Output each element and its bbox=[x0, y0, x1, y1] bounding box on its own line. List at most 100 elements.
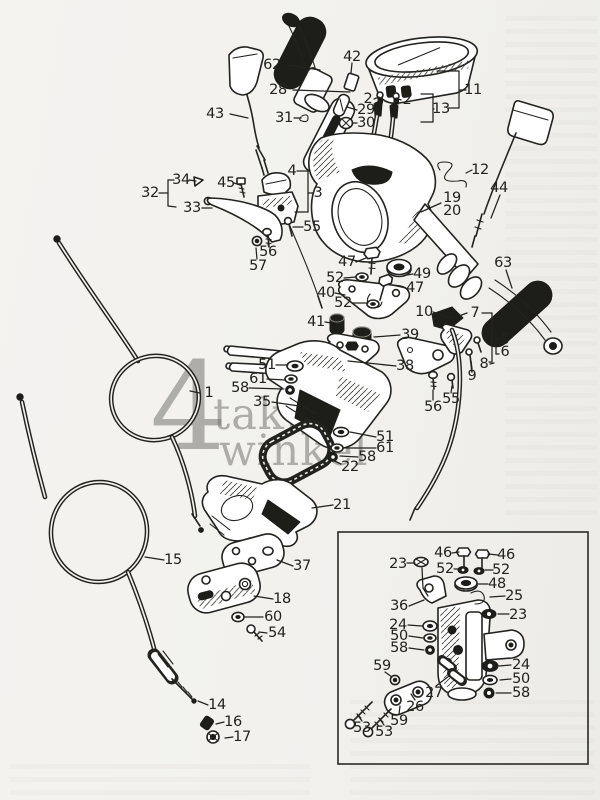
washer-screw-23-left bbox=[413, 556, 429, 568]
cable-adjuster-16 bbox=[199, 715, 215, 731]
leader-line bbox=[420, 202, 442, 213]
leader-line bbox=[167, 205, 177, 208]
part-callout-52: 52 bbox=[492, 562, 510, 578]
washer-50-right bbox=[482, 674, 498, 686]
leader-line bbox=[347, 360, 397, 367]
left-lever-assembly bbox=[193, 149, 323, 309]
leader-line bbox=[267, 237, 270, 246]
leader-line bbox=[343, 276, 357, 279]
part-callout-21: 21 bbox=[333, 497, 351, 513]
part-callout-42: 42 bbox=[343, 49, 361, 65]
part-callout-9: 9 bbox=[468, 368, 477, 384]
inset-box-border bbox=[337, 531, 589, 765]
part-callout-3: 3 bbox=[314, 185, 323, 201]
part-callout-29: 29 bbox=[357, 102, 375, 118]
part-callout-48: 48 bbox=[488, 576, 506, 592]
part-callout-6: 6 bbox=[501, 344, 510, 360]
washer-51-left bbox=[286, 360, 304, 372]
left-mirror bbox=[228, 46, 269, 174]
spacers-27 bbox=[437, 655, 467, 686]
part-callout-24: 24 bbox=[389, 617, 407, 633]
leader-line bbox=[490, 194, 501, 219]
part-callout-58: 58 bbox=[231, 380, 249, 396]
leader-line bbox=[435, 675, 450, 687]
leader-line bbox=[458, 312, 468, 317]
part-callout-17: 17 bbox=[233, 729, 251, 745]
leader-line bbox=[339, 455, 359, 458]
part-callout-43: 43 bbox=[206, 106, 224, 122]
part-callout-53: 53 bbox=[375, 724, 393, 740]
part-callout-40: 40 bbox=[317, 285, 335, 301]
screw-56-right bbox=[427, 370, 438, 390]
part-callout-10: 10 bbox=[415, 304, 433, 320]
part-callout-63: 63 bbox=[494, 255, 512, 271]
washer-52-inset-right bbox=[473, 567, 485, 575]
washer-24-left bbox=[422, 620, 438, 632]
part-callout-52: 52 bbox=[334, 295, 352, 311]
throttle-cable-15 bbox=[16, 393, 220, 744]
leader-line bbox=[356, 713, 363, 722]
part-callout-56: 56 bbox=[424, 399, 442, 415]
washer-60 bbox=[231, 611, 245, 623]
part-callout-47: 47 bbox=[338, 254, 356, 270]
collar-nut-49 bbox=[386, 258, 412, 278]
handlebar-holder-21 bbox=[201, 474, 318, 548]
knurled-ring-30 bbox=[338, 116, 354, 130]
leader-line bbox=[292, 89, 351, 93]
part-callout-14: 14 bbox=[208, 697, 226, 713]
part-callout-16: 16 bbox=[224, 714, 242, 730]
leader-line bbox=[489, 595, 506, 598]
headlight-case-handlebar-19-20 bbox=[308, 132, 483, 300]
leader-line bbox=[188, 179, 197, 182]
part-callout-5: 5 bbox=[501, 332, 510, 348]
sticker-42 bbox=[343, 72, 360, 92]
leader-line bbox=[406, 273, 414, 276]
inset-detail-box bbox=[337, 531, 589, 765]
throttle-slider-29 bbox=[332, 93, 351, 117]
part-callout-11: 11 bbox=[464, 82, 482, 98]
leader-line bbox=[189, 390, 201, 394]
leader-line bbox=[324, 321, 332, 324]
leader-line bbox=[373, 334, 401, 338]
part-callout-49: 49 bbox=[413, 266, 431, 282]
nut-48 bbox=[454, 576, 478, 592]
part-callout-57: 57 bbox=[249, 258, 267, 274]
part-callout-33: 33 bbox=[183, 200, 201, 216]
clutch-cable-1 bbox=[53, 235, 204, 533]
screw-54 bbox=[246, 624, 263, 642]
part-callout-47: 47 bbox=[406, 280, 424, 296]
washer-61-lower bbox=[330, 443, 344, 453]
part-callout-12: 12 bbox=[471, 162, 489, 178]
clip-25 bbox=[470, 590, 485, 605]
bolt-45 bbox=[236, 177, 246, 198]
leader-line bbox=[498, 664, 512, 667]
leader-line bbox=[499, 678, 512, 681]
screw-8 bbox=[473, 336, 482, 353]
washer-50-left bbox=[423, 633, 437, 643]
leader-line bbox=[197, 700, 209, 706]
leader-line bbox=[450, 385, 453, 394]
screw-55-right bbox=[446, 372, 456, 389]
part-callout-59: 59 bbox=[390, 713, 408, 729]
washer-52-lower bbox=[366, 299, 380, 309]
part-callout-31: 31 bbox=[275, 110, 293, 126]
part-callout-13: 13 bbox=[432, 101, 450, 117]
part-callout-62: 62 bbox=[263, 57, 281, 73]
speedometer-bulbs-2 bbox=[376, 91, 400, 105]
bolt-47-lower bbox=[378, 273, 394, 301]
nut-58-inset-left bbox=[425, 645, 435, 655]
part-callout-34: 34 bbox=[172, 172, 190, 188]
part-callout-60: 60 bbox=[264, 609, 282, 625]
part-callout-51: 51 bbox=[376, 429, 394, 445]
washer-23-right bbox=[481, 608, 497, 620]
bushing-41 bbox=[329, 313, 345, 335]
leader-line bbox=[384, 671, 393, 678]
leader-line bbox=[346, 106, 358, 111]
part-callout-37: 37 bbox=[293, 558, 311, 574]
part-callout-52: 52 bbox=[326, 270, 344, 286]
washer-52-inset-left bbox=[457, 566, 469, 574]
leader-line bbox=[410, 693, 416, 701]
leader-line bbox=[408, 647, 425, 651]
washer-51-lower bbox=[332, 426, 350, 438]
